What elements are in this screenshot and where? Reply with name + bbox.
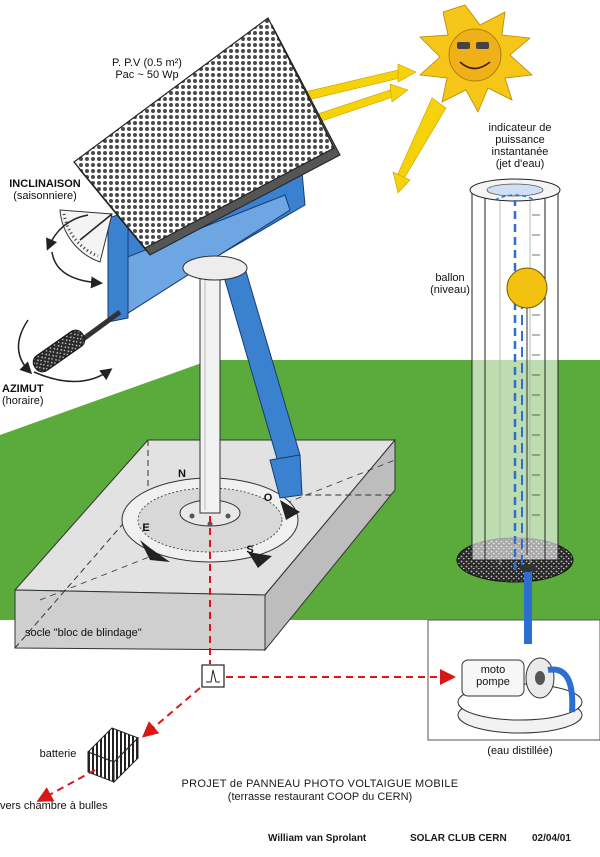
caption: PROJET de PANNEAU PHOTO VOLTAIGUE MOBILE… (170, 778, 470, 804)
sun (419, 4, 533, 113)
eau-text: (eau distillée) (487, 745, 553, 757)
socle-label: socle "bloc de blindage" (25, 627, 195, 639)
motopompe-label: moto pompe (466, 664, 520, 688)
caption-subtitle: (terrasse restaurant COOP du CERN) (227, 791, 413, 803)
compass-e: E (142, 522, 150, 534)
socle-text: socle "bloc de blindage" (25, 627, 142, 639)
indicateur-line2: puissance (495, 134, 545, 146)
panel-label: P. P.V (0.5 m²) Pac ~ 50 Wp (72, 57, 222, 81)
indicateur-line1: indicateur de (488, 122, 552, 134)
mast (199, 267, 221, 514)
inclination-quadrant (59, 209, 113, 263)
rotation-arrows (17, 214, 113, 383)
azimut-sub: (horaire) (2, 395, 44, 407)
water-column (456, 178, 574, 583)
compass-o: O (263, 492, 273, 504)
turntable (182, 255, 248, 281)
caption-title: PROJET de PANNEAU PHOTO VOLTAIGUE MOBILE (181, 778, 459, 790)
panel-area-text: P. P.V (0.5 m²) (112, 57, 182, 69)
ballon-label: ballon (niveau) (420, 272, 480, 296)
inclinaison-label: INCLINAISON (saisonniere) (0, 178, 90, 202)
solar-panel (73, 17, 341, 256)
azimut-label: AZIMUT (horaire) (2, 383, 62, 407)
footer-club: SOLAR CLUB CERN (410, 833, 507, 844)
indicateur-line3: instantanée (491, 146, 549, 158)
ballon-line1: ballon (435, 272, 465, 284)
wiring (36, 516, 456, 802)
azimut-title: AZIMUT (2, 383, 44, 395)
compass-s: S (246, 544, 254, 556)
footer-author: William van Sprolant (268, 833, 367, 844)
float-ball (506, 267, 548, 309)
chambre-text: vers chambre à bulles (0, 800, 108, 812)
inclinaison-title: INCLINAISON (9, 178, 81, 190)
compass-n: N (178, 468, 186, 480)
indicateur-label: indicateur de puissance instantanée (jet… (465, 122, 575, 170)
ballon-line2: (niveau) (430, 284, 470, 296)
panel-power-text: Pac ~ 50 Wp (115, 69, 179, 81)
battery (87, 727, 139, 784)
controller-box (201, 664, 225, 688)
indicateur-line4: (jet d'eau) (495, 158, 545, 170)
chambre-label: vers chambre à bulles (0, 800, 130, 812)
batterie-text: batterie (39, 748, 77, 760)
moto-line2: pompe (476, 676, 510, 688)
batterie-label: batterie (30, 748, 86, 760)
moto-line1: moto (480, 664, 506, 676)
footer-date: 02/04/01 (532, 833, 571, 844)
eau-label: (eau distillée) (470, 745, 570, 757)
inclinaison-sub: (saisonniere) (13, 190, 77, 202)
azimut-handle (32, 309, 122, 373)
pump-assembly (427, 572, 600, 741)
